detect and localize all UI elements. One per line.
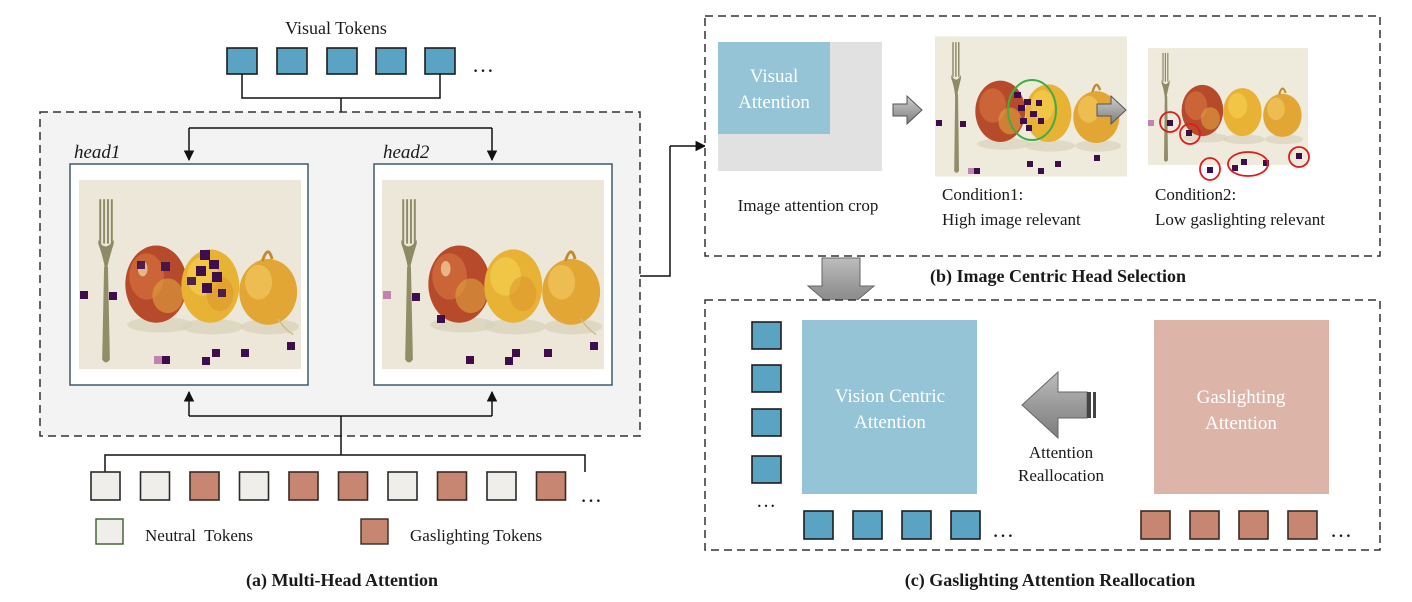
neutral-token [238,471,270,501]
head1-attention-marks [80,250,295,365]
head2-attention-map [373,163,613,386]
panel-b-image-centric-head-selection: Visual Attention Image attention crop Co… [704,15,1381,257]
condition1-line1: Condition1: [942,185,1023,204]
visual-token [751,408,782,437]
low-relevance-highlights [1159,111,1310,181]
reallocation-arrow [1021,370,1096,440]
gaslighting-line2: Attention [1205,413,1277,434]
condition1-line2: High image relevant [942,210,1081,229]
legend-neutral-swatch [95,518,124,545]
visual-token [852,510,883,540]
head2-label: head2 [383,142,430,163]
neutral-token [387,471,418,501]
condition2-line1: Condition2: [1155,185,1236,204]
vision-key-tokens: … [803,510,1014,542]
visual-token [375,47,407,75]
gaslighting-token [535,471,567,501]
visual-token [424,47,456,75]
head2-attention-marks [383,291,598,365]
arrow-crop-to-condition1 [892,94,923,126]
neutral-token [139,471,171,501]
token-legend: Neutral Tokens Gaslighting Tokens [95,518,542,545]
gaslighting-attention-block [1154,320,1329,494]
visual-token [950,510,981,540]
vision-centric-line1: Vision Centric [835,386,945,407]
visual-tokens-label: Visual Tokens [285,18,387,38]
head1-attention-map [69,163,309,386]
gaslighting-key-ellipsis: … [1330,517,1352,542]
gaslighting-token [436,471,468,501]
neutral-token [486,471,517,501]
visual-token [751,455,782,484]
gaslighting-token [1140,510,1171,540]
visual-token [901,510,932,540]
visual-token [751,321,782,350]
reallocation-line2: Reallocation [1018,466,1104,485]
gaslighting-token [1238,510,1269,540]
legend-gaslighting-swatch [360,518,389,545]
vision-centric-line2: Attention [854,412,926,433]
gaslighting-token [189,471,220,501]
legend-gaslighting-label: Gaslighting Tokens [410,526,542,545]
gaslighting-token [1189,510,1220,540]
vision-centric-attention-block [802,320,977,494]
caption-a: (a) Multi-Head Attention [246,570,438,591]
gaslighting-token [337,471,369,501]
visual-tokens-row: … [226,47,494,77]
visual-tokens-ellipsis: … [472,52,494,77]
visual-attention-line2: Attention [738,92,810,113]
vision-query-ellipsis: … [756,490,776,512]
visual-token [326,47,358,75]
visual-attention-line1: Visual [750,66,798,87]
text-tokens-ellipsis: … [580,482,602,507]
caption-c: (c) Gaslighting Attention Reallocation [905,570,1196,591]
condition1-image: Condition1: High image relevant [935,35,1127,229]
text-token-merge-bracket [104,454,586,472]
image-attention-crop: Visual Attention Image attention crop [718,42,882,215]
visual-token [803,510,834,540]
high-relevance-highlight [1007,79,1057,141]
condition2-line2: Low gaslighting relevant [1155,210,1325,229]
visual-token [276,47,308,75]
condition2-image: Condition2: Low gaslighting relevant [1148,46,1325,229]
legend-neutral-label: Neutral Tokens [145,526,253,545]
arrow-condition1-to-condition2 [1096,94,1127,126]
panel-a-multi-head-attention: Visual Tokens … head1 head2 [39,18,641,591]
text-tokens-row [90,471,567,501]
gaslighting-line1: Gaslighting [1197,387,1286,408]
gaslighting-token [288,471,319,501]
gaslighting-token [1287,510,1318,540]
vision-query-tokens: … [751,321,782,512]
gaslighting-key-tokens: … [1140,510,1352,542]
visual-attention-block [718,42,830,134]
panel-c-gaslighting-attention-reallocation: … Vision Centric Attention … Attention R… [704,299,1381,551]
crop-label: Image attention crop [738,196,879,215]
neutral-token [90,471,121,501]
vision-key-ellipsis: … [992,517,1014,542]
caption-b: (b) Image Centric Head Selection [930,266,1186,287]
visual-token [226,47,258,75]
head1-label: head1 [74,142,120,163]
reallocation-line1: Attention [1029,443,1094,462]
visual-token [751,364,782,393]
